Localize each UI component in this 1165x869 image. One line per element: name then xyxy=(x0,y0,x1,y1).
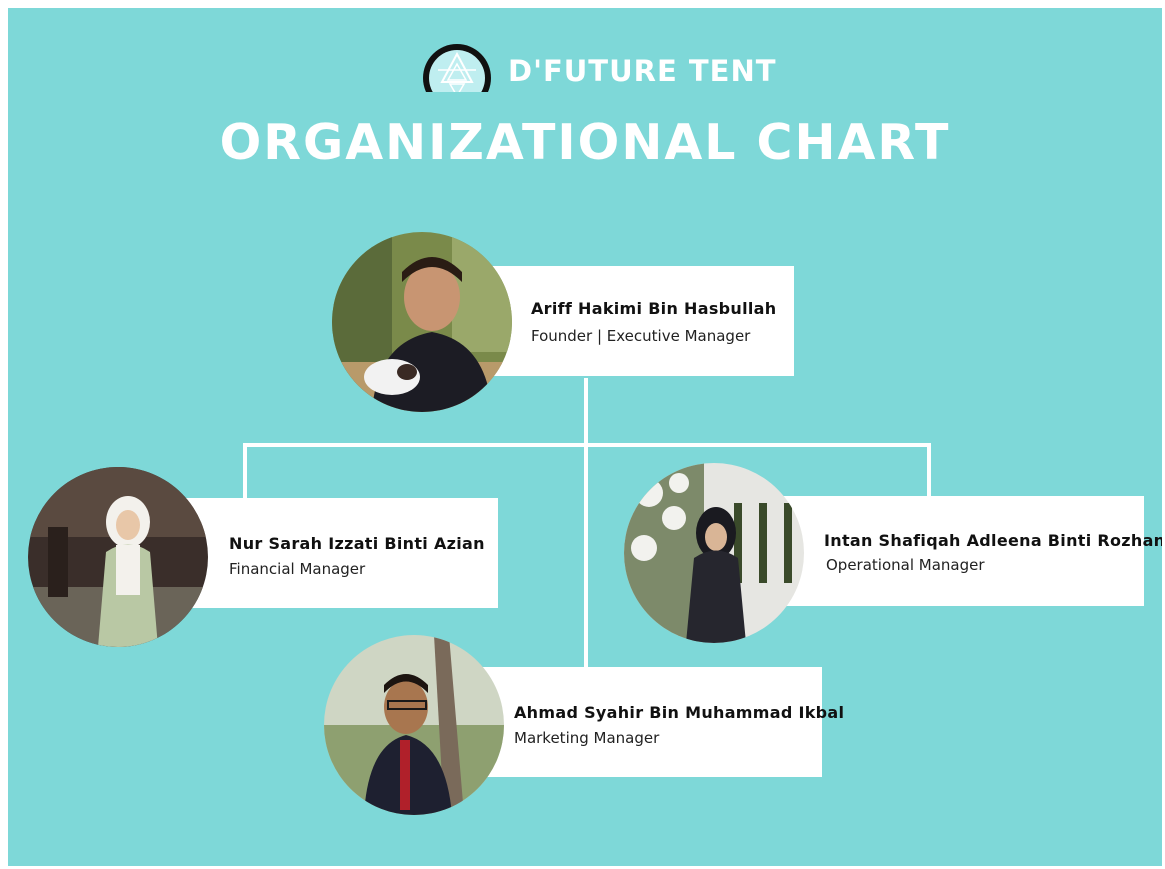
member-name: Ariff Hakimi Bin Hasbullah xyxy=(531,299,777,318)
member-role: Founder | Executive Manager xyxy=(531,327,751,345)
page-title: ORGANIZATIONAL CHART xyxy=(219,114,951,171)
member-card-operational: Intan Shafiqah Adleena Binti Rozhan Oper… xyxy=(778,496,1162,606)
connector-trunk xyxy=(584,378,588,668)
org-chart-canvas: D'FUTURE TENT ORGANIZATIONAL CHART Ariff… xyxy=(8,8,1162,866)
member-card-financial: Nur Sarah Izzati Binti Azian Financial M… xyxy=(184,498,498,608)
member-name: Ahmad Syahir Bin Muhammad Ikbal xyxy=(514,703,845,722)
member-role: Financial Manager xyxy=(229,560,366,578)
connector-left-drop xyxy=(243,443,247,498)
connector-branch xyxy=(243,443,931,447)
brand-name: D'FUTURE TENT xyxy=(508,54,777,88)
founder-photo xyxy=(332,232,512,412)
tent-logo-icon xyxy=(420,40,500,92)
member-name: Intan Shafiqah Adleena Binti Rozhan xyxy=(824,531,1162,550)
member-card-marketing: Ahmad Syahir Bin Muhammad Ikbal Marketin… xyxy=(478,667,844,777)
marketing-manager-photo xyxy=(324,635,504,815)
operational-manager-photo xyxy=(624,463,804,643)
member-card-founder: Ariff Hakimi Bin Hasbullah Founder | Exe… xyxy=(486,266,794,376)
member-role: Operational Manager xyxy=(826,556,985,574)
member-name: Nur Sarah Izzati Binti Azian xyxy=(229,534,485,553)
connector-right-drop xyxy=(927,443,931,498)
member-role: Marketing Manager xyxy=(514,729,660,747)
financial-manager-photo xyxy=(28,467,208,647)
